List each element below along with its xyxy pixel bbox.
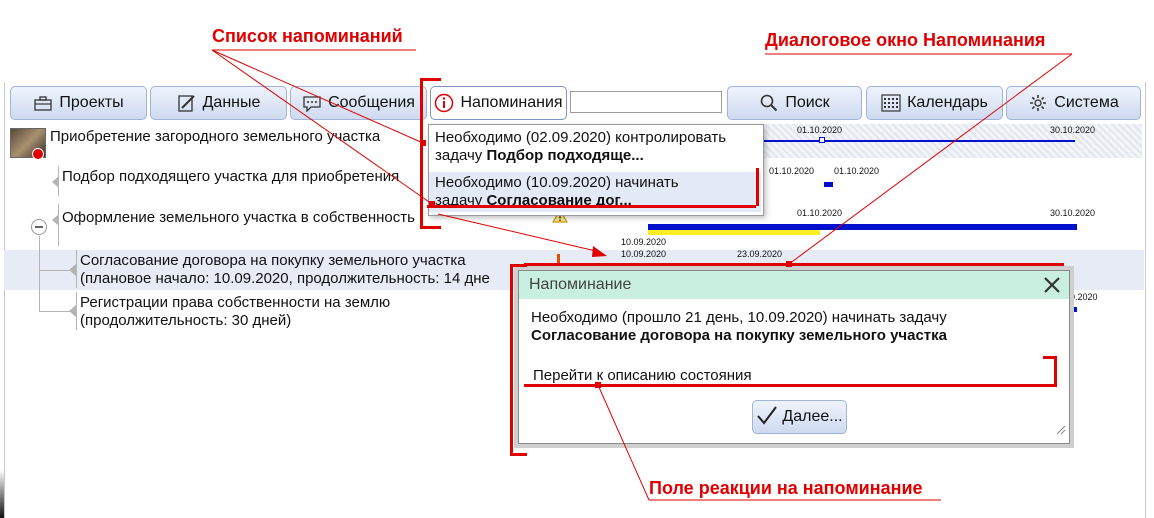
projects-label: Проекты: [59, 94, 124, 111]
data-button[interactable]: Данные: [150, 86, 287, 120]
task-rights-line2: (продолжительность: 30 дней): [80, 312, 292, 329]
dialog-title: Напоминание: [519, 271, 1069, 299]
annotation-bracket-item: [427, 168, 759, 206]
gantt-date: 23.09.2020: [737, 249, 783, 259]
magnifier-icon: [759, 93, 779, 113]
messages-button[interactable]: Сообщения: [290, 86, 427, 120]
collapse-triangle-icon: [69, 305, 76, 317]
gantt-milestone: [819, 137, 825, 143]
reminders-button[interactable]: Напоминания: [430, 86, 567, 120]
tree-line: [39, 236, 40, 312]
callout-reminder-list: Список напоминаний: [212, 26, 403, 46]
gantt-date: 10.09.2020: [621, 237, 667, 247]
dialog-message: Необходимо (прошло 21 день, 10.09.2020) …: [531, 309, 947, 326]
info-icon: [434, 93, 454, 113]
annotation-bracket-item-bottom: [427, 205, 756, 208]
reminder-item-task: Подбор подходяще...: [486, 147, 644, 164]
collapse-triangle-icon: [52, 176, 59, 188]
gear-icon: [1028, 93, 1048, 113]
system-button[interactable]: Система: [1006, 86, 1141, 120]
dialog-task: Согласование договора на покупку земельн…: [531, 327, 948, 344]
search-button[interactable]: Поиск: [727, 86, 862, 120]
task-project-label[interactable]: Приобретение загородного земельного учас…: [50, 128, 381, 145]
state-description-link[interactable]: Перейти к описанию состояния: [533, 367, 752, 384]
task-rights-line1[interactable]: Регистрации права собственности на землю: [80, 294, 391, 311]
resize-grip-icon[interactable]: [1054, 422, 1066, 440]
reminder-item-task-line: задачу Подбор подходяще...: [435, 147, 755, 165]
chat-bubble-icon: [302, 93, 322, 113]
gantt-bar-rights: [1070, 307, 1077, 312]
reminder-item[interactable]: Необходимо (02.09.2020) контролировать з…: [429, 129, 761, 169]
exclamation-icon: [557, 254, 560, 264]
projects-button[interactable]: Проекты: [10, 86, 147, 120]
gantt-date: 01.10.2020: [797, 125, 843, 135]
annotation-bracket-dialog: [510, 264, 527, 456]
reminder-item-prefix: задачу: [435, 147, 487, 164]
collapse-triangle-icon: [52, 214, 59, 226]
task-contract-line1[interactable]: Согласование договора на покупку земельн…: [80, 252, 466, 269]
reminder-item-task: Согласование дог...: [486, 192, 632, 209]
annotation-bracket-reaction: [524, 356, 1057, 387]
annotation-bracket-reaction-top: [1043, 356, 1055, 359]
callout-reminder-dialog: Диалоговое окно Напоминания: [765, 30, 1046, 50]
gantt-date: 30.10.2020: [1050, 125, 1096, 135]
tree-line: [58, 166, 59, 196]
task-register-label[interactable]: Оформление земельного участка в собствен…: [62, 209, 415, 226]
annotation-bracket-dialog-top: [524, 263, 1064, 266]
tree-line: [58, 204, 59, 246]
next-button[interactable]: Далее...: [752, 400, 847, 434]
reminder-item-text: Необходимо (10.09.2020) начинать: [435, 174, 679, 191]
calendar-label: Календарь: [907, 94, 988, 111]
system-label: Система: [1054, 94, 1119, 111]
gantt-date: 0.2020: [1070, 292, 1098, 302]
tree-line: [76, 292, 77, 330]
collapse-toggle-icon[interactable]: [31, 219, 47, 235]
calendar-button[interactable]: Календарь: [866, 86, 1003, 120]
tree-line: [39, 311, 71, 312]
checkmark-icon: [756, 405, 778, 430]
task-contract-line2: (плановое начало: 10.09.2020, продолжите…: [80, 270, 490, 287]
briefcase-icon: [33, 93, 53, 113]
gantt-date: 01.10.2020: [769, 166, 815, 176]
edit-icon: [177, 93, 197, 113]
gantt-date: 01.10.2020: [797, 208, 843, 218]
callout-reaction-field: Поле реакции на напоминание: [649, 478, 923, 498]
tree-line: [39, 270, 71, 271]
messages-label: Сообщения: [328, 94, 415, 111]
dialog-message-block: Необходимо (прошло 21 день, 10.09.2020) …: [531, 309, 947, 345]
gantt-bar-select: [824, 182, 833, 187]
data-label: Данные: [202, 94, 261, 111]
gantt-bar-register-progress: [648, 230, 820, 235]
alert-dot-icon: [32, 148, 44, 160]
gantt-bar-contract: [648, 263, 788, 269]
tree-line: [76, 250, 77, 288]
gantt-date: 01.10.2020: [834, 166, 880, 176]
close-icon[interactable]: [1041, 274, 1063, 296]
calendar-icon: [881, 93, 901, 113]
reminder-item-prefix: задачу: [435, 192, 487, 209]
reminder-item-text: Необходимо (02.09.2020) контролировать: [435, 129, 727, 146]
search-label: Поиск: [785, 94, 830, 111]
next-label: Далее...: [782, 408, 843, 425]
gantt-bar-project: [760, 140, 1075, 142]
search-input[interactable]: [570, 91, 722, 113]
collapse-triangle-icon: [69, 264, 76, 276]
gantt-date: 30.10.2020: [1050, 208, 1096, 218]
gantt-date: 10.09.2020: [621, 249, 667, 259]
task-select-label[interactable]: Подбор подходящего участка для приобрете…: [62, 168, 400, 185]
reminder-item-task-line: задачу Согласование дог...: [435, 192, 755, 210]
reminders-label: Напоминания: [460, 94, 563, 111]
